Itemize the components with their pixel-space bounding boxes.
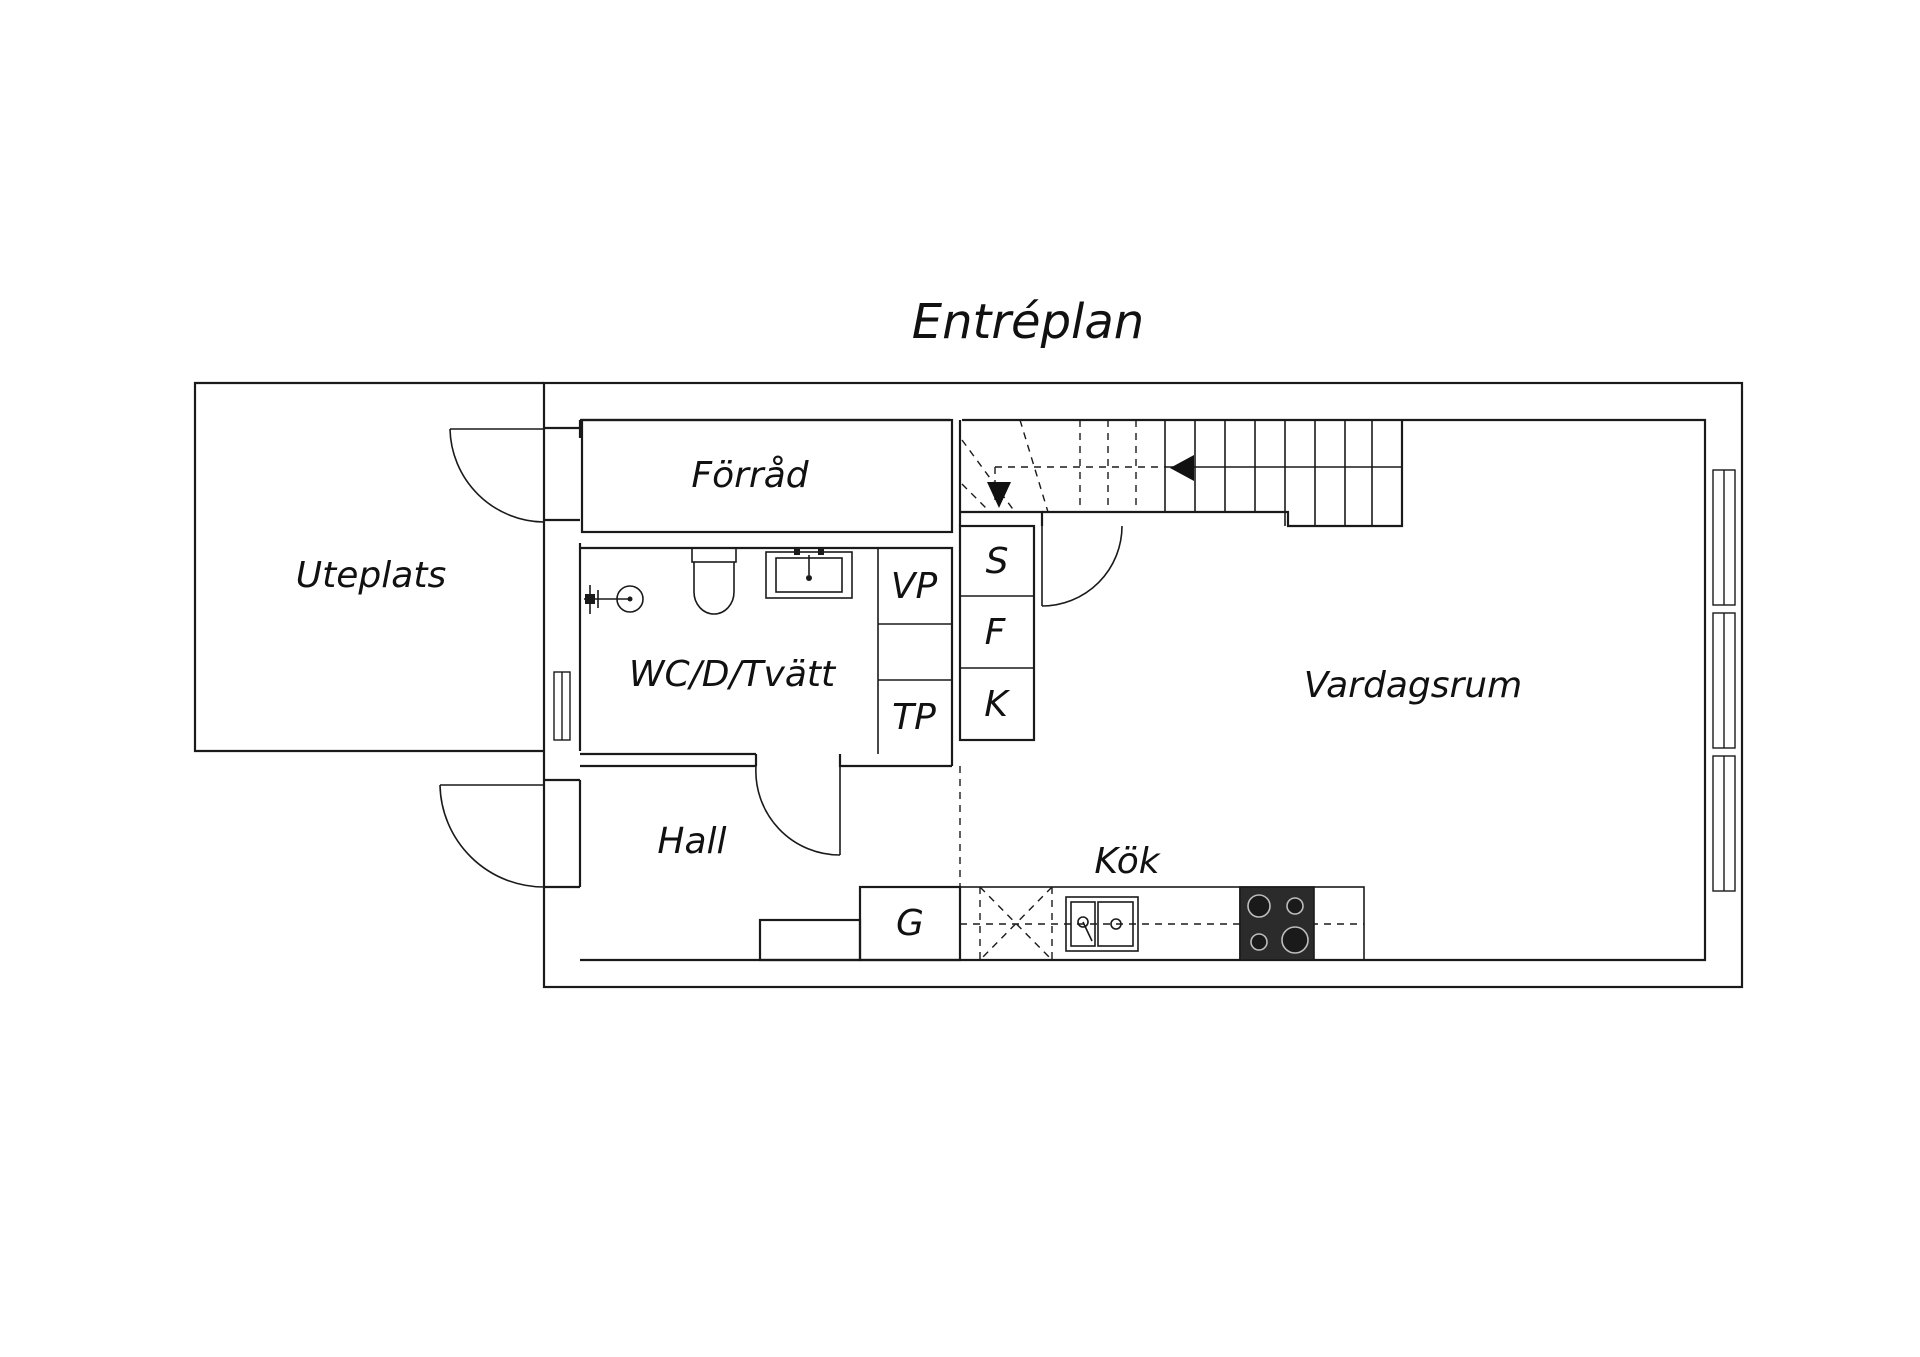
window-right-1 [1712, 469, 1736, 606]
closet-label-tp: TP [892, 697, 936, 738]
room-label-forrad: Förråd [691, 455, 809, 496]
room-label-hall: Hall [657, 821, 726, 862]
closet-label-s: S [986, 541, 1009, 582]
storage-room-walls [580, 418, 954, 534]
window-right-3 [1712, 755, 1736, 892]
living-room-door [1041, 525, 1123, 607]
exterior-door-storage [449, 428, 545, 523]
room-label-wc: WC/D/Tvätt [629, 654, 837, 695]
closet-label-f: F [985, 612, 1007, 653]
window-wc [553, 671, 571, 741]
wc-door [755, 765, 841, 856]
room-label-vardagsrum: Vardagsrum [1304, 665, 1522, 706]
room-label-uteplats: Uteplats [296, 555, 446, 596]
kitchen-counter [758, 885, 1365, 962]
room-label-kok: Kök [1094, 841, 1161, 882]
staircase [960, 419, 1404, 528]
closet-label-vp: VP [891, 566, 938, 607]
patio-outline [193, 381, 544, 753]
shower-icon [584, 585, 644, 614]
window-right-2 [1712, 612, 1736, 749]
exterior-door-hall [439, 784, 545, 888]
toilet-icon [691, 547, 737, 615]
kitchen-sink-icon [1065, 896, 1139, 952]
plan-title: Entréplan [912, 294, 1144, 350]
sink-icon [765, 549, 853, 599]
closet-label-g: G [896, 903, 924, 944]
stove-icon [1239, 886, 1315, 961]
closet-column-sfk [958, 420, 1036, 742]
closet-label-k: K [984, 684, 1010, 725]
